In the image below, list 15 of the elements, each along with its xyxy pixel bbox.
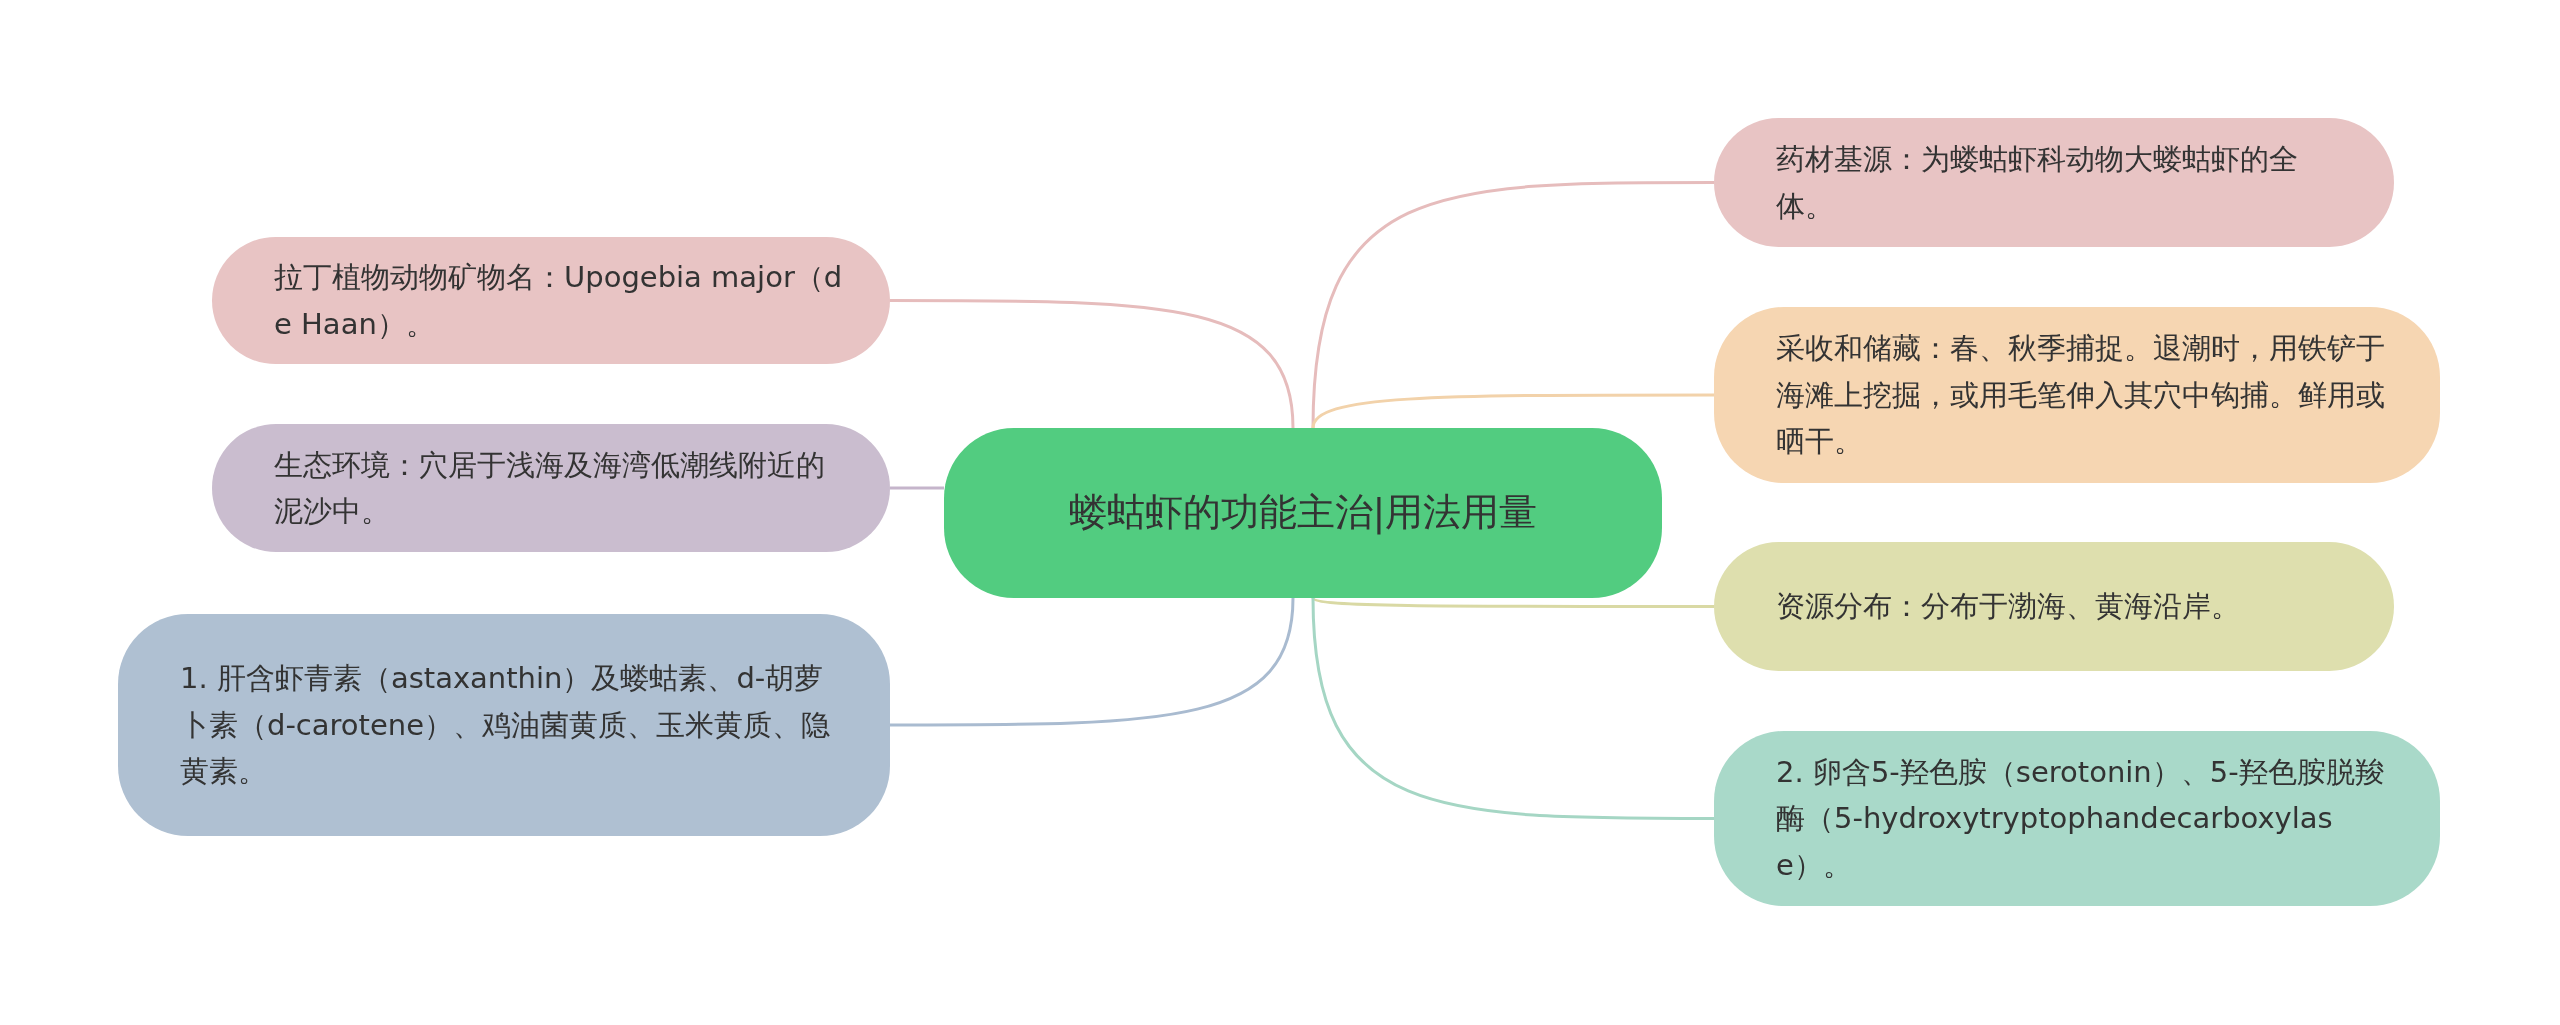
connector-line xyxy=(890,486,944,490)
topic-title: 蝼蛄虾的功能主治|用法用量 xyxy=(1068,489,1538,537)
connector-line xyxy=(890,299,1295,429)
connector-line xyxy=(890,597,1295,727)
topic-text: 2. 卵含5-羟色胺（serotonin）、5-羟色胺脱羧酶（5-hydroxytryptophandecarboxylase）。 xyxy=(1776,753,2385,884)
topic-text: 资源分布：分布于渤海、黄海沿岸。 xyxy=(1776,588,2240,626)
connector-line xyxy=(1312,596,1714,608)
topic-text: 采收和储藏：春、秋季捕捉。退潮时，用铁铲于海滩上挖掘，或用毛笔伸入其穴中钩捕。鲜用或晒干。 xyxy=(1776,330,2386,461)
topic-text: 药材基源：为蝼蛄虾科动物大蝼蛄虾的全体。 xyxy=(1776,141,2299,225)
connector-line xyxy=(1311,393,1714,429)
topic-text: 拉丁植物动物矿物名：Upogebia major（de Haan）。 xyxy=(274,259,844,343)
topic-text: 生态环境：穴居于浅海及海湾低潮线附近的泥沙中。 xyxy=(274,446,826,530)
connector-line xyxy=(1311,597,1714,820)
topic-text: 1. 肝含虾青素（astaxanthin）及蝼蛄素、d-胡萝卜素（d-carotene）、鸡油菌黄质、玉米黄质、隐黄素。 xyxy=(180,660,832,791)
topic-bubble xyxy=(118,614,890,836)
